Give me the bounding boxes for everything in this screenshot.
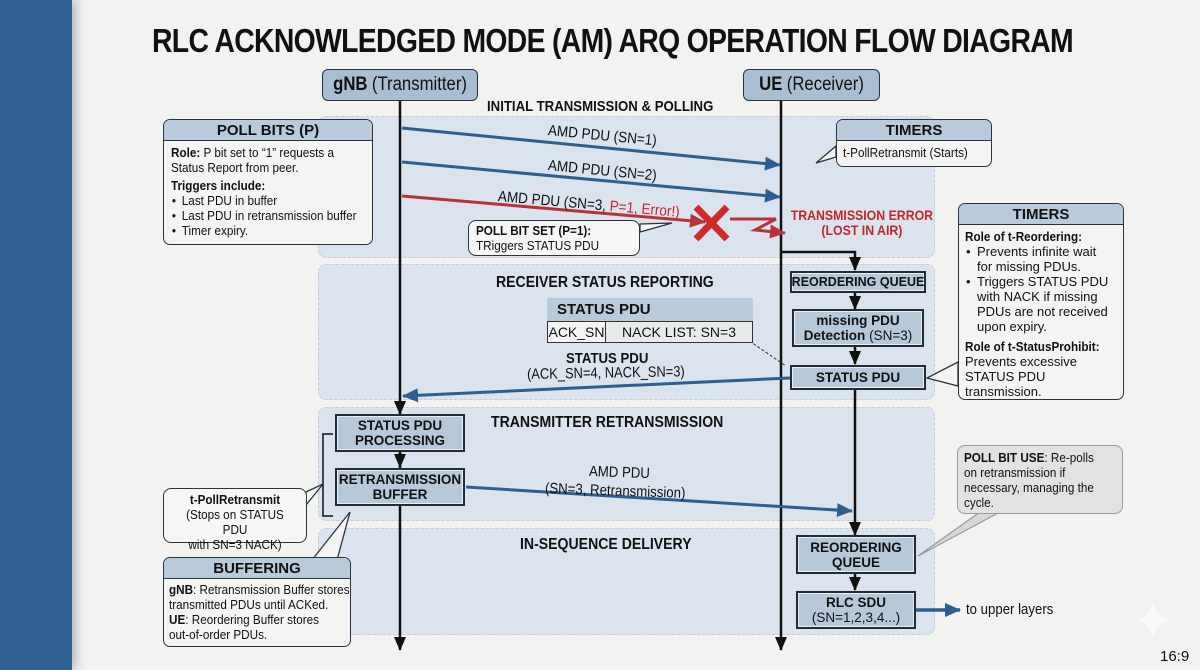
entity-ue-receiver: UE(Receiver) [743, 69, 880, 101]
trigger-item: Last PDU in retransmission buffer [171, 208, 357, 223]
side-band [0, 0, 72, 670]
poll-bits-card: POLL BITS (P) Role: P bit set to “1” req… [163, 119, 373, 245]
page-title: RLC ACKNOWLEDGED MODE (AM) ARQ OPERATION… [152, 22, 1074, 59]
error-x-icon [693, 204, 730, 242]
arrow-status-pdu [402, 376, 791, 403]
phase-label-transmitter: TRANSMITTER RETRANSMISSION [491, 414, 724, 431]
label-status-pdu-detail: (ACK_SN=4, NACK_SN=3) [526, 363, 685, 383]
phase-label-initial: INITIAL TRANSMISSION & POLLING [487, 98, 714, 115]
label-transmission-error: TRANSMISSION ERROR (LOST IN AIR) [790, 207, 934, 238]
poll-retransmit-callout: t-PollRetransmit (Stops on STATUS PDU wi… [163, 488, 307, 552]
ack-sn-cell: ACK_SN [548, 322, 606, 342]
label-upper-layers: to upper layers [966, 601, 1054, 618]
aspect-ratio-label: 16:9 [1160, 648, 1190, 665]
reordering-queue-box: REORDERING QUEUE [790, 271, 926, 293]
arrow-retransmission [465, 485, 853, 518]
poll-bit-set-callout: POLL BIT SET (P=1): TRiggers STATUS PDU [468, 220, 640, 256]
label-retx-line1: AMD PDU [588, 463, 651, 483]
lightning-arrow [730, 217, 786, 239]
nack-list-cell: NACK LIST: SN=3 [606, 322, 752, 342]
phase-label-receiver: RECEIVER STATUS REPORTING [496, 274, 714, 291]
label-status-pdu-title: STATUS PDU [566, 350, 649, 367]
status-pdu-box: STATUS PDU [790, 365, 926, 390]
arrow-amd-sn3 [401, 194, 706, 228]
reordering-queue-box-2: REORDERING QUEUE [796, 535, 916, 574]
missing-pdu-detection-box: missing PDU Detection (SN=3) [792, 309, 924, 347]
timers-card-right: TIMERS Role of t-Reordering: Prevents in… [958, 203, 1124, 400]
timers-card-top: TIMERS t-PollRetransmit (Starts) [836, 119, 992, 167]
retransmission-buffer-box: RETRANSMISSION BUFFER [335, 468, 465, 506]
entity-gnb-transmitter: gNB(Transmitter) [322, 69, 478, 101]
trigger-item: Timer expiry. [171, 223, 346, 238]
status-pdu-table: STATUS PDU ACK_SN NACK LIST: SN=3 [547, 298, 753, 343]
buffering-card: BUFFERING gNB: Retransmission Buffer sto… [163, 557, 351, 647]
phase-label-delivery: IN-SEQUENCE DELIVERY [520, 536, 692, 553]
poll-bit-use-callout: POLL BIT USE: Re-polls on retransmission… [957, 445, 1123, 514]
arrow-amd-sn2 [401, 160, 781, 203]
sparkle-icon [1136, 602, 1170, 638]
rlc-sdu-box: RLC SDU (SN=1,2,3,4...) [796, 591, 916, 629]
status-pdu-processing-box: STATUS PDU PROCESSING [335, 414, 465, 452]
arrow-amd-sn1 [401, 126, 781, 171]
poll-bits-header: POLL BITS (P) [164, 120, 372, 141]
trigger-item: Last PDU in buffer [171, 193, 346, 208]
